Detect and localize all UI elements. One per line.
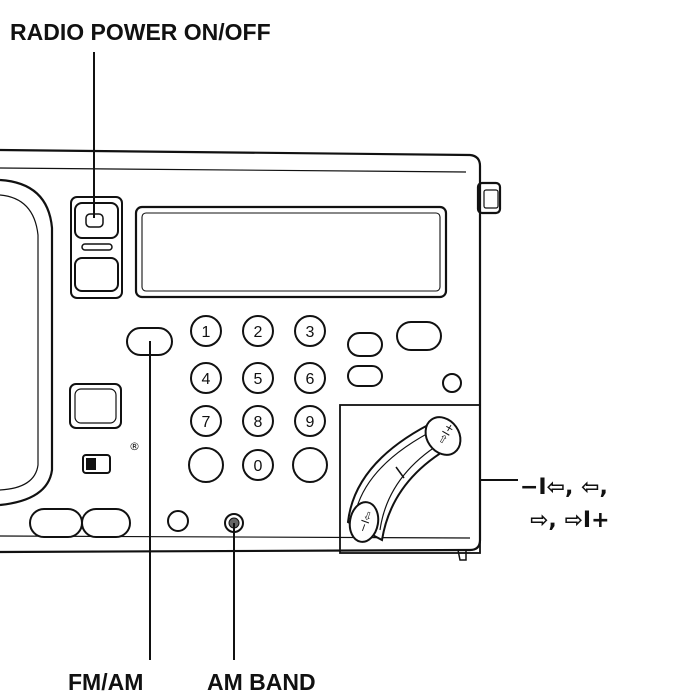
key-5-label: 5 (254, 371, 263, 388)
seek-up-button[interactable] (418, 410, 467, 461)
key-blank-right[interactable] (292, 447, 328, 483)
key-8[interactable] (242, 405, 274, 437)
key-2-label: 2 (254, 324, 263, 341)
key-1[interactable] (190, 315, 222, 347)
key-0-label: 0 (254, 458, 263, 475)
key-6[interactable] (294, 362, 326, 394)
key-8-label: 8 (254, 414, 263, 431)
key-2[interactable] (242, 315, 274, 347)
radio-body (0, 148, 502, 561)
leader-lines (93, 52, 518, 660)
radio-power-button[interactable] (70, 196, 123, 299)
button-right-c[interactable] (347, 365, 383, 387)
seek-down-button[interactable] (347, 500, 382, 544)
key-9-label: 9 (306, 414, 315, 431)
am-band-label: AM BAND (207, 669, 316, 695)
indicator-mark: ® (129, 440, 140, 453)
button-right-d[interactable] (442, 373, 462, 393)
key-0[interactable] (242, 449, 274, 481)
seek-label-line1: −I⇦, ⇦, (520, 475, 608, 500)
button-bottom-left-a[interactable] (29, 508, 83, 538)
button-left-large-inner (74, 388, 117, 424)
key-6-label: 6 (306, 371, 315, 388)
key-4-label: 4 (202, 371, 211, 388)
slide-switch-knob (86, 458, 96, 470)
button-right-a[interactable] (347, 332, 383, 357)
key-blank-left[interactable] (188, 447, 224, 483)
key-1-label: 1 (202, 324, 211, 341)
fm-am-label: FM/AM (68, 669, 143, 695)
display-window (134, 205, 448, 299)
button-right-b[interactable] (396, 321, 442, 351)
key-9[interactable] (294, 405, 326, 437)
keypad-labels: 1 2 3 4 5 6 7 8 9 0 (202, 324, 315, 475)
keypad (188, 315, 328, 483)
button-bottom-small[interactable] (167, 510, 189, 532)
key-3[interactable] (294, 315, 326, 347)
key-3-label: 3 (306, 324, 315, 341)
button-bottom-left-b[interactable] (81, 508, 131, 538)
key-5[interactable] (242, 362, 274, 394)
key-7[interactable] (190, 405, 222, 437)
key-4[interactable] (190, 362, 222, 394)
seek-label-line2: ⇨, ⇨I+ (530, 508, 610, 533)
radio-power-label: RADIO POWER ON/OFF (10, 19, 271, 45)
key-7-label: 7 (202, 414, 211, 431)
